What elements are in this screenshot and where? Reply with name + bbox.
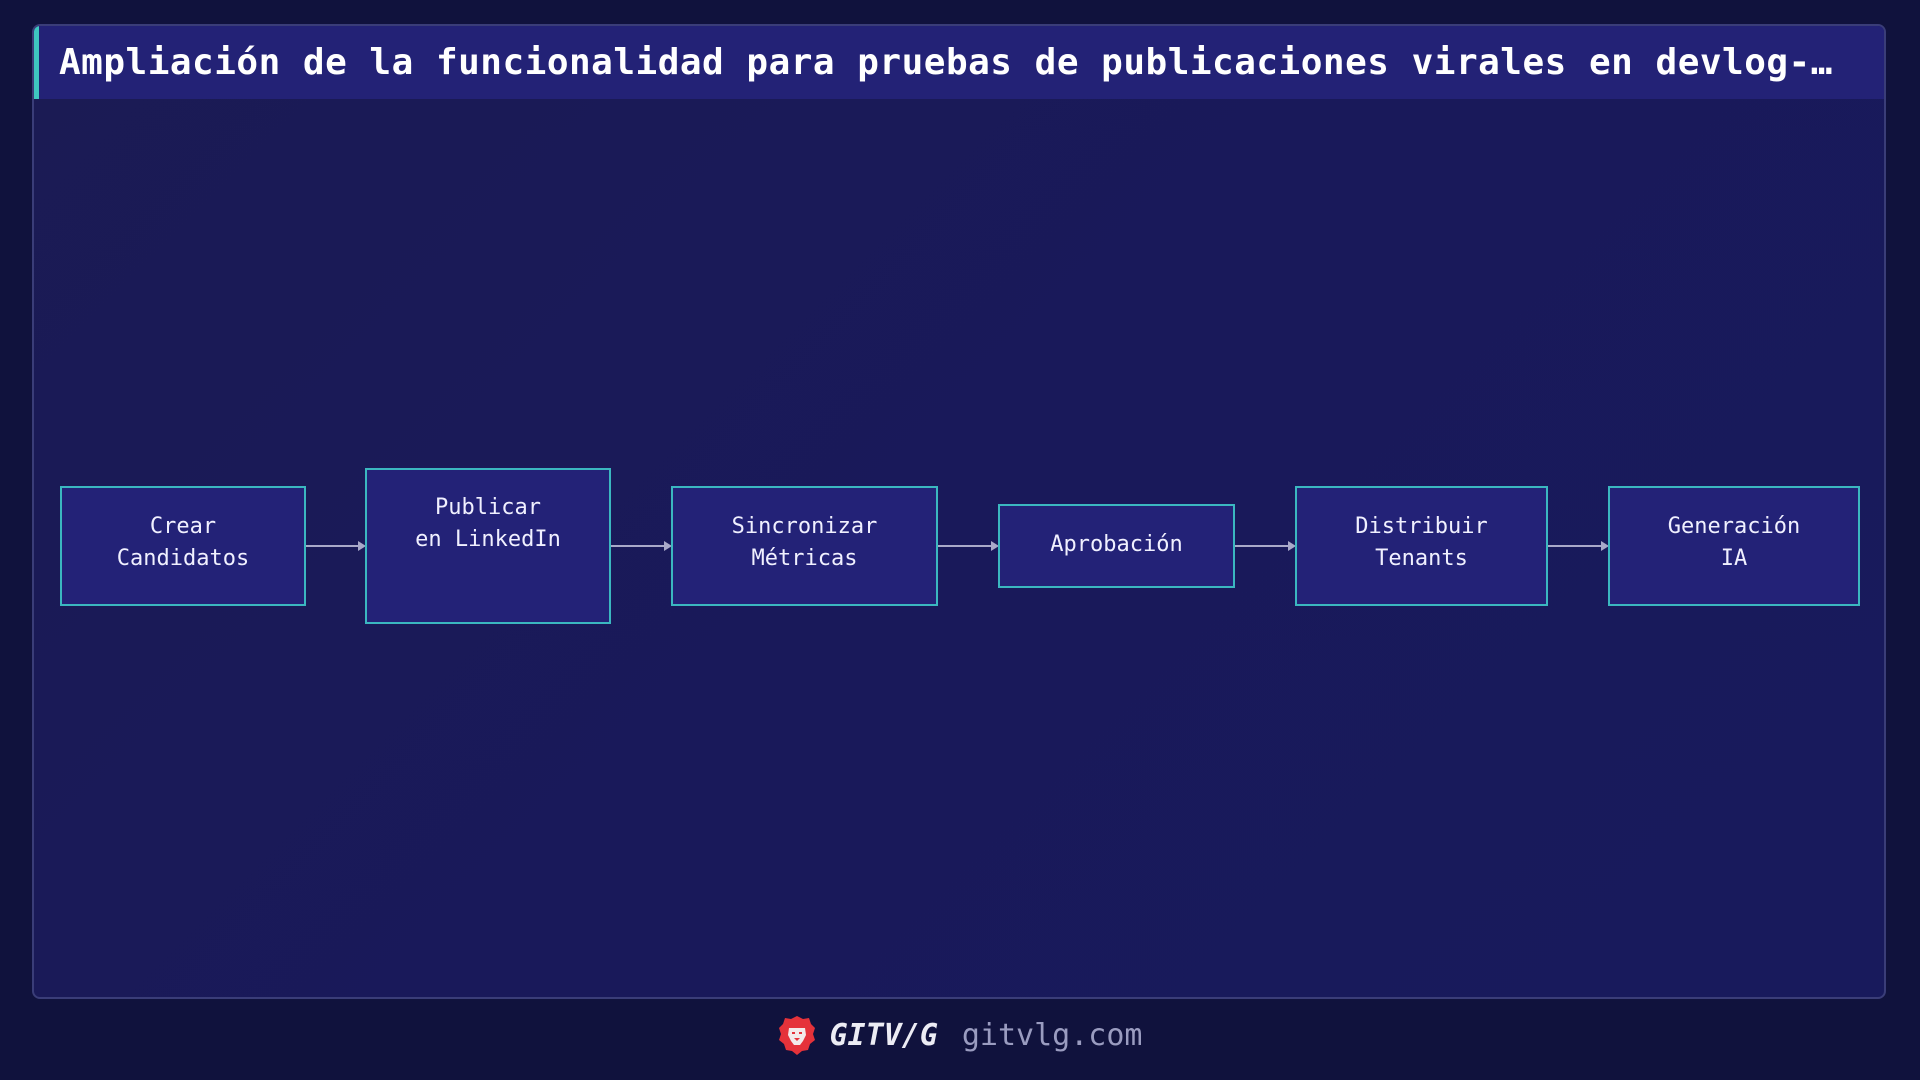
brand-logo-text: GITV/G: [829, 1017, 938, 1053]
footer-domain-link[interactable]: gitvlg.com: [961, 1017, 1143, 1053]
node-label: Aprobación: [1050, 532, 1183, 557]
title-bar: Ampliación de la funcionalidad para prue…: [34, 26, 1884, 99]
edge-arrow: [611, 541, 672, 551]
node-label: Generación IA: [1667, 514, 1801, 571]
node-publicar-linkedin: Publicar en LinkedIn: [365, 468, 611, 624]
page-title: Ampliación de la funcionalidad para prue…: [59, 42, 1833, 83]
node-label: Crear Candidatos: [116, 514, 250, 571]
edge-arrow: [1548, 541, 1609, 551]
lion-icon: [778, 1015, 816, 1055]
node-label: Publicar en LinkedIn: [415, 495, 561, 552]
node-distribuir-tenants: Distribuir Tenants: [1295, 486, 1548, 606]
node-generacion-ia: Generación IA: [1608, 486, 1860, 606]
edge-arrow: [938, 541, 999, 551]
edge-arrow: [306, 541, 366, 551]
node-label: Sincronizar Métricas: [731, 514, 878, 571]
footer: GITV/G gitvlg.com: [0, 1010, 1920, 1060]
node-aprobacion: Aprobación: [998, 504, 1235, 588]
node-label: Distribuir Tenants: [1355, 514, 1488, 571]
edge-arrow: [1235, 541, 1296, 551]
node-crear-candidatos: Crear Candidatos: [60, 486, 306, 606]
node-sincronizar-metricas: Sincronizar Métricas: [671, 486, 938, 606]
diagram-panel: Ampliación de la funcionalidad para prue…: [32, 24, 1886, 999]
